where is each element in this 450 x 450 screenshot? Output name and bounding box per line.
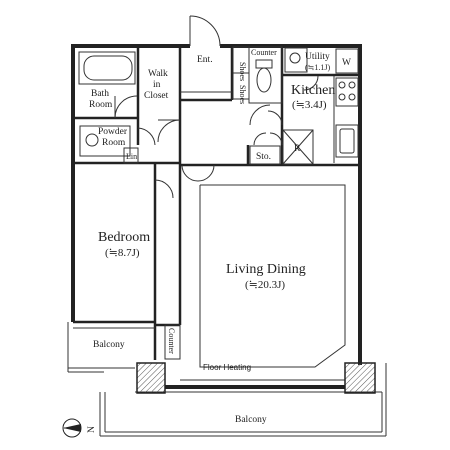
label-balcony-small: Balcony [93,340,125,350]
label-living-dining: Living Dining [226,262,306,277]
label-balcony-main: Balcony [235,415,267,425]
label-shoes-1: Shoes [238,62,247,81]
label-bath-2: Room [89,100,113,110]
label-living-dining-area: (≒20.3J) [245,279,285,291]
label-floor-heating: Floor Heating [203,363,251,372]
label-bath-1: Bath [91,89,109,99]
north-indicator [62,418,82,438]
label-washer: W [342,58,351,68]
label-utility-area: (≒1.1J) [305,63,330,72]
label-refrigerator: R [294,144,301,154]
detail-lines [67,15,387,437]
label-shoes-2: Shoes [238,85,247,104]
label-powder-2: Room [102,138,126,148]
label-kitchen: Kitchen [291,83,335,98]
label-walk-in-closet-2: in [153,80,161,90]
label-entrance: Ent. [197,55,213,65]
labels: Ent. Shoes Shoes Counter Utility (≒1.1J)… [87,48,351,433]
label-bedroom: Bedroom [98,230,150,245]
label-walk-in-closet-3: Closet [144,91,169,101]
label-powder-1: Powder [98,127,128,137]
label-bedroom-area: (≒8.7J) [105,247,140,259]
label-counter-side: Counter [167,328,176,354]
interior-walls [73,46,360,360]
label-kitchen-area: (≒3.4J) [292,99,327,111]
label-north: N [87,426,97,433]
label-counter-top: Counter [251,48,277,57]
label-storage: Sto. [256,152,271,162]
column-left [136,362,166,394]
outer-walls [71,44,362,389]
label-linen: Lin [126,152,137,161]
label-walk-in-closet-1: Walk [148,69,168,79]
columns [136,362,376,394]
column-right [344,362,376,394]
label-utility: Utility [305,52,330,62]
